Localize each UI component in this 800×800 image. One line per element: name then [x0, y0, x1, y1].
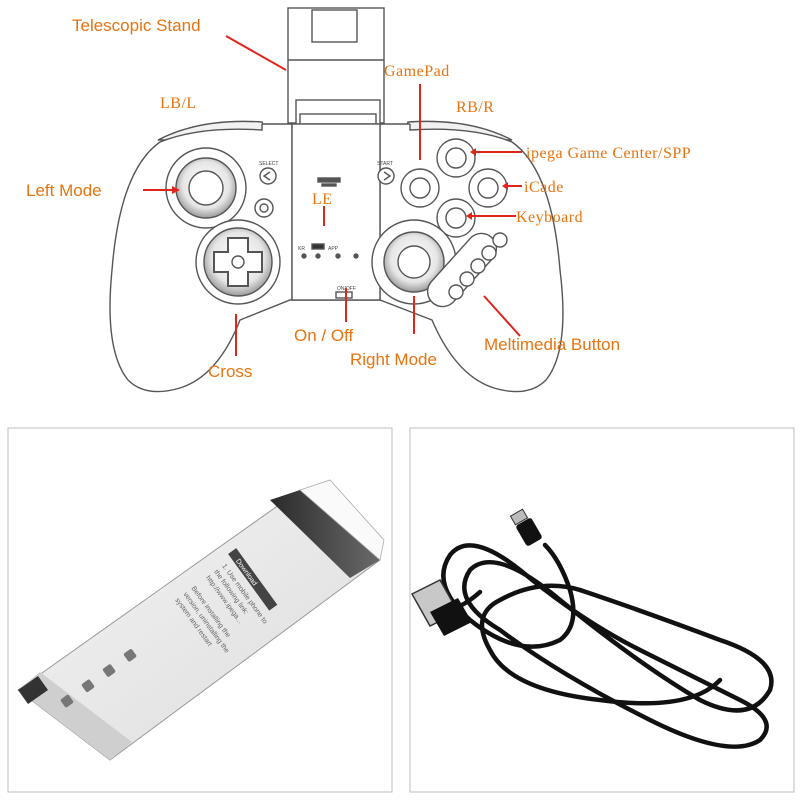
micro-usb-connector [509, 508, 542, 546]
select-button [259, 167, 277, 185]
gamepad-controller-icon [109, 7, 564, 393]
start-mark: START [377, 161, 393, 167]
label-on-off: On / Off [294, 326, 353, 345]
cable-panel [409, 427, 795, 793]
select-mark: SELECT [259, 161, 278, 167]
label-right-mode: Right Mode [350, 350, 437, 369]
instruction-booklet-icon: Download 1. Use mobile phone to the foll… [17, 479, 385, 761]
label-le: LE [312, 191, 333, 208]
label-meltimedia-button: Meltimedia Button [484, 335, 620, 354]
label-cross: Cross [208, 362, 252, 381]
label-telescopic-stand: Telescopic Stand [72, 16, 201, 35]
label-ipega-game-center: ipega Game Center/SPP [526, 145, 691, 162]
usb-a-connector [410, 579, 472, 636]
home-button [254, 198, 274, 218]
label-rb-r: RB/R [456, 99, 494, 116]
start-button [377, 167, 395, 185]
cross-dpad [195, 219, 281, 305]
pointer-lines [143, 35, 522, 356]
label-lb-l: LB/L [160, 95, 197, 112]
label-left-mode: Left Mode [26, 181, 102, 200]
app-mark: APP [328, 246, 339, 252]
label-icade: iCade [524, 179, 564, 196]
left-stick [165, 147, 247, 229]
face-buttons [400, 138, 508, 238]
label-keyboard: Keyboard [516, 209, 583, 226]
label-gamepad: GamePad [384, 63, 450, 80]
kr-mark: KR [298, 246, 305, 252]
multimedia-buttons [426, 232, 508, 308]
